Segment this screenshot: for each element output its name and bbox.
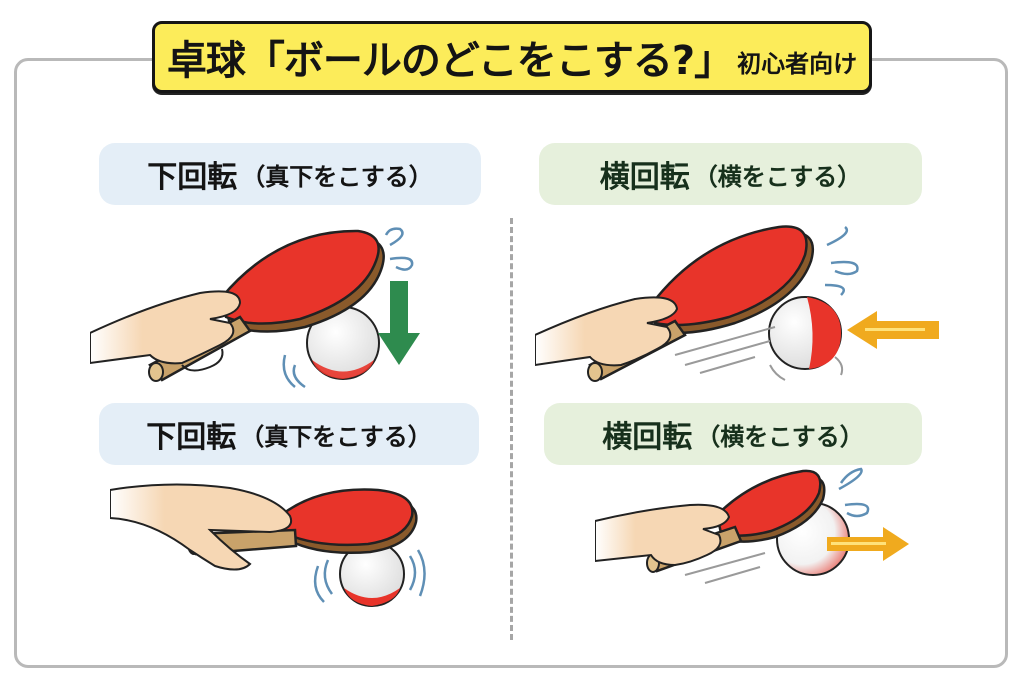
ball-icon: [306, 306, 380, 380]
sidespin-illustration-bottom: [595, 467, 909, 584]
page-subtitle: 初心者向け: [737, 49, 858, 78]
backspin-illustration-top: [90, 227, 420, 389]
label-backspin-top: 下回転 （真下をこする）: [99, 143, 481, 205]
motion-lines-icon: [313, 549, 426, 603]
page-title: 卓球「ボールのどこをこする?」: [166, 38, 734, 84]
label-main: 横回転: [602, 420, 693, 455]
label-sidespin-bottom: 横回転 （横をこする）: [544, 403, 922, 465]
label-main: 下回転: [146, 420, 237, 455]
label-backspin-bottom: 下回転 （真下をこする）: [99, 403, 479, 465]
label-sidespin-top: 横回転 （横をこする）: [539, 143, 922, 205]
paddle-hand-icon: [595, 469, 826, 573]
label-paren: （真下をこする）: [241, 162, 433, 191]
label-main: 下回転: [147, 160, 238, 195]
label-paren: （真下をこする）: [240, 422, 432, 451]
center-divider: [510, 218, 513, 640]
ball-icon: [768, 296, 842, 370]
left-arrow-icon: [847, 311, 939, 349]
motion-lines-icon: [838, 467, 870, 518]
label-paren: （横をこする）: [693, 162, 862, 191]
paddle-hand-icon: [90, 229, 385, 382]
motion-lines-icon: [824, 226, 859, 296]
sidespin-illustration-top: [535, 225, 939, 382]
backspin-illustration-bottom: [110, 483, 426, 607]
paddle-hand-icon: [535, 225, 814, 382]
paddle-hand-icon: [110, 483, 418, 571]
label-main: 横回転: [599, 160, 690, 195]
label-paren: （横をこする）: [696, 422, 864, 451]
right-arrow-icon: [827, 527, 909, 561]
down-arrow-icon: [378, 281, 420, 365]
motion-lines-icon: [282, 227, 414, 389]
title-banner: 卓球「ボールのどこをこする?」 初心者向け: [152, 21, 872, 93]
